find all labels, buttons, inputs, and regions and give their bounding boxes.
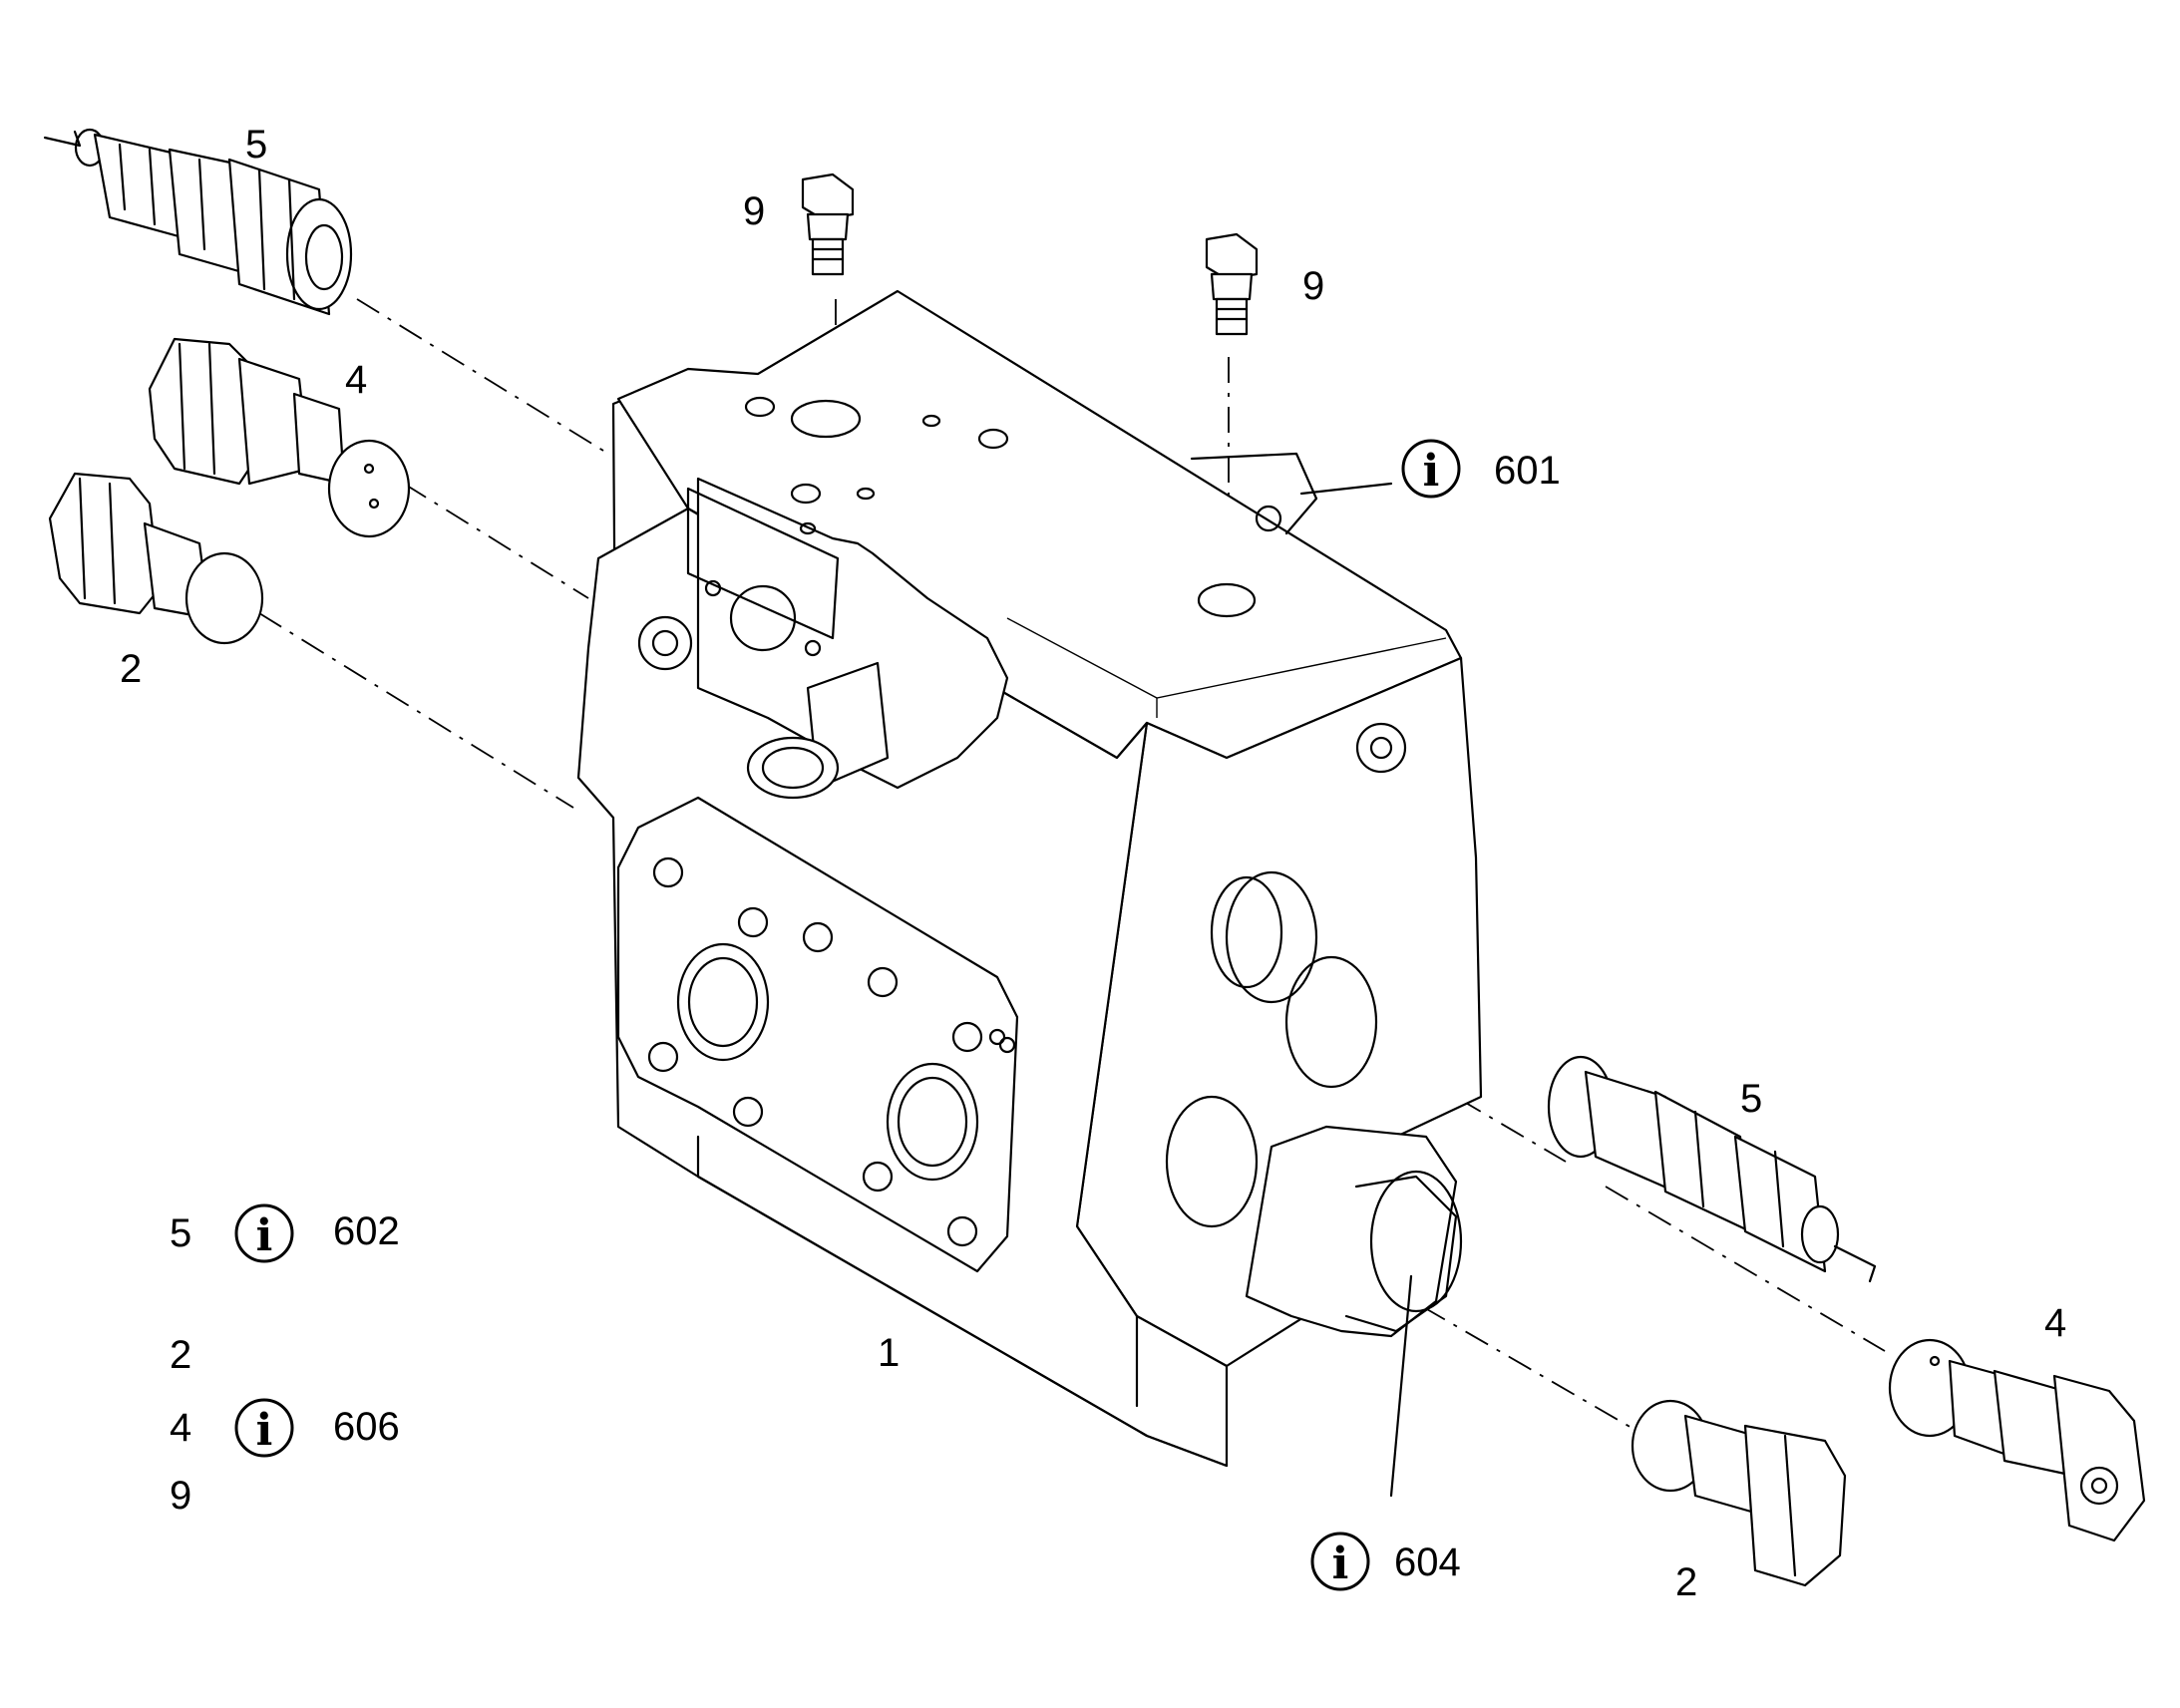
legend-code: 606 xyxy=(333,1405,400,1449)
callout-part-4-bottom: 4 xyxy=(2044,1301,2066,1345)
plug-bottom xyxy=(1631,1399,1847,1587)
info-icon xyxy=(1310,1532,1370,1591)
info-icon xyxy=(234,1398,294,1458)
check-valve-top xyxy=(148,337,411,538)
plug-top xyxy=(48,472,264,645)
info-callout-601: i 601 xyxy=(1401,439,1561,499)
legend: 5 i 602 2 4 i 606 9 xyxy=(170,1203,400,1518)
info-icon-glyph: i xyxy=(1423,446,1440,497)
info-code-604: 604 xyxy=(1394,1540,1461,1584)
pressure-valve-top xyxy=(43,128,353,316)
info-icon xyxy=(234,1203,294,1263)
info-code-601: 601 xyxy=(1494,449,1561,493)
legend-part: 9 xyxy=(170,1474,191,1518)
callout-part-2-bottom: 2 xyxy=(1675,1560,1697,1604)
info-icon-glyph: i xyxy=(256,1405,273,1456)
callout-part-5-top: 5 xyxy=(245,123,267,167)
info-callout-604: i 604 xyxy=(1310,1532,1461,1591)
valve-block xyxy=(576,289,1483,1468)
legend-part: 5 xyxy=(170,1211,191,1255)
info-icon-glyph: i xyxy=(256,1210,273,1261)
pressure-valve-bottom xyxy=(1547,1055,1877,1283)
callout-part-9-left: 9 xyxy=(743,189,765,233)
legend-code: 602 xyxy=(333,1209,400,1253)
screw-right xyxy=(1205,232,1259,336)
callout-part-9-right: 9 xyxy=(1302,264,1324,308)
callout-part-1: 1 xyxy=(878,1331,900,1375)
info-icon xyxy=(1401,439,1461,499)
info-icon-glyph: i xyxy=(1332,1538,1349,1589)
callout-part-4-top: 4 xyxy=(345,358,367,402)
check-valve-bottom xyxy=(1888,1338,2146,1542)
screw-left xyxy=(801,172,855,276)
leader-lines xyxy=(1299,482,1413,1498)
callout-part-2-top: 2 xyxy=(120,647,142,691)
legend-part: 4 xyxy=(170,1406,191,1450)
legend-part: 2 xyxy=(170,1333,191,1377)
callout-part-5-bottom: 5 xyxy=(1740,1077,1762,1121)
